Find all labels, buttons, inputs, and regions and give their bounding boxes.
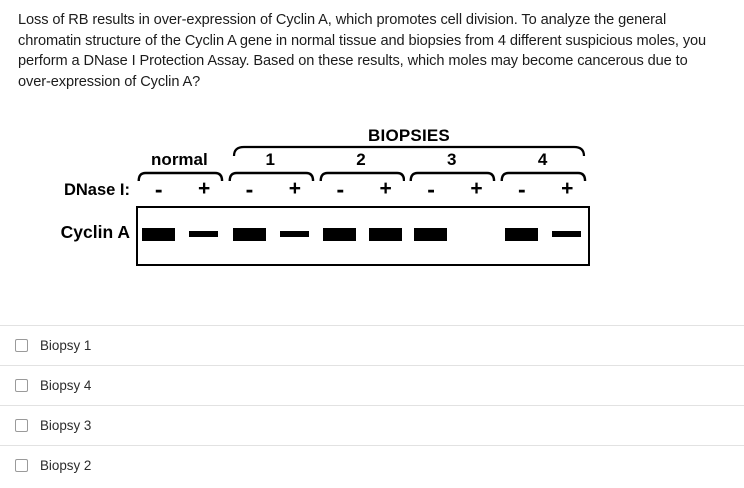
answer-checkbox[interactable] (15, 379, 28, 392)
lane-group-brace-icon (319, 171, 406, 181)
dnase-sign-plus: + (379, 177, 392, 200)
gel-band-strong (232, 228, 266, 241)
gene-row-label: Cyclin A (60, 222, 130, 242)
lane-group-label-1: 1 (265, 150, 275, 169)
lane-group-label-4: 4 (537, 150, 548, 169)
answer-option-row[interactable]: Biopsy 2 (0, 445, 744, 485)
dnase-sign-minus: - (245, 176, 254, 202)
answer-option-row[interactable]: Biopsy 1 (0, 325, 744, 365)
dnase-row-label: DNase I: (63, 181, 130, 199)
dnase-sign-minus: - (336, 176, 345, 202)
answer-option-label: Biopsy 3 (40, 418, 92, 433)
gel-band-weak (279, 231, 309, 237)
dnase-sign-plus: + (561, 177, 574, 200)
answer-option-row[interactable]: Biopsy 4 (0, 365, 744, 405)
lane-group-label-normal: normal (151, 150, 208, 169)
lane-group-label-2: 2 (356, 150, 366, 169)
gel-band-strong (141, 228, 175, 241)
lane-group-brace-icon (500, 171, 587, 181)
biopsies-group-title: BIOPSIES (368, 126, 450, 145)
lane-group-brace-icon (137, 171, 224, 181)
dnase-sign-minus: - (154, 176, 163, 202)
answer-checkbox[interactable] (15, 339, 28, 352)
answer-checkbox[interactable] (15, 419, 28, 432)
gel-band-strong (368, 228, 402, 241)
dnase-sign-minus: - (427, 176, 435, 202)
answer-option-row[interactable]: Biopsy 3 (0, 405, 744, 445)
dnase-sign-plus: + (288, 177, 302, 200)
answer-options-list: Biopsy 1 Biopsy 4 Biopsy 3 Biopsy 2 (0, 325, 744, 485)
question-stem: Loss of RB results in over-expression of… (18, 12, 707, 90)
lane-group-brace-icon (409, 171, 496, 181)
lane-group-brace-icon (228, 171, 315, 181)
lane-group-label-3: 3 (447, 150, 457, 169)
answer-checkbox[interactable] (15, 459, 28, 472)
gel-band-weak (552, 231, 582, 237)
answer-option-label: Biopsy 1 (40, 338, 92, 353)
gel-band-strong (323, 228, 357, 241)
gel-band-strong (414, 228, 448, 241)
answer-option-label: Biopsy 4 (40, 378, 92, 393)
answer-option-label: Biopsy 2 (40, 458, 92, 473)
biopsies-brace-icon (232, 145, 586, 156)
dnase-sign-plus: + (197, 177, 211, 200)
dnase-protection-assay-figure: BIOPSIES normal-+1-+2-+3-+4-+ DNase I: C… (0, 126, 744, 276)
gel-band-weak (189, 231, 219, 237)
gel-band-strong (504, 228, 538, 241)
dnase-sign-plus: + (470, 177, 483, 200)
dnase-sign-minus: - (518, 176, 526, 202)
gel-box (136, 206, 590, 266)
